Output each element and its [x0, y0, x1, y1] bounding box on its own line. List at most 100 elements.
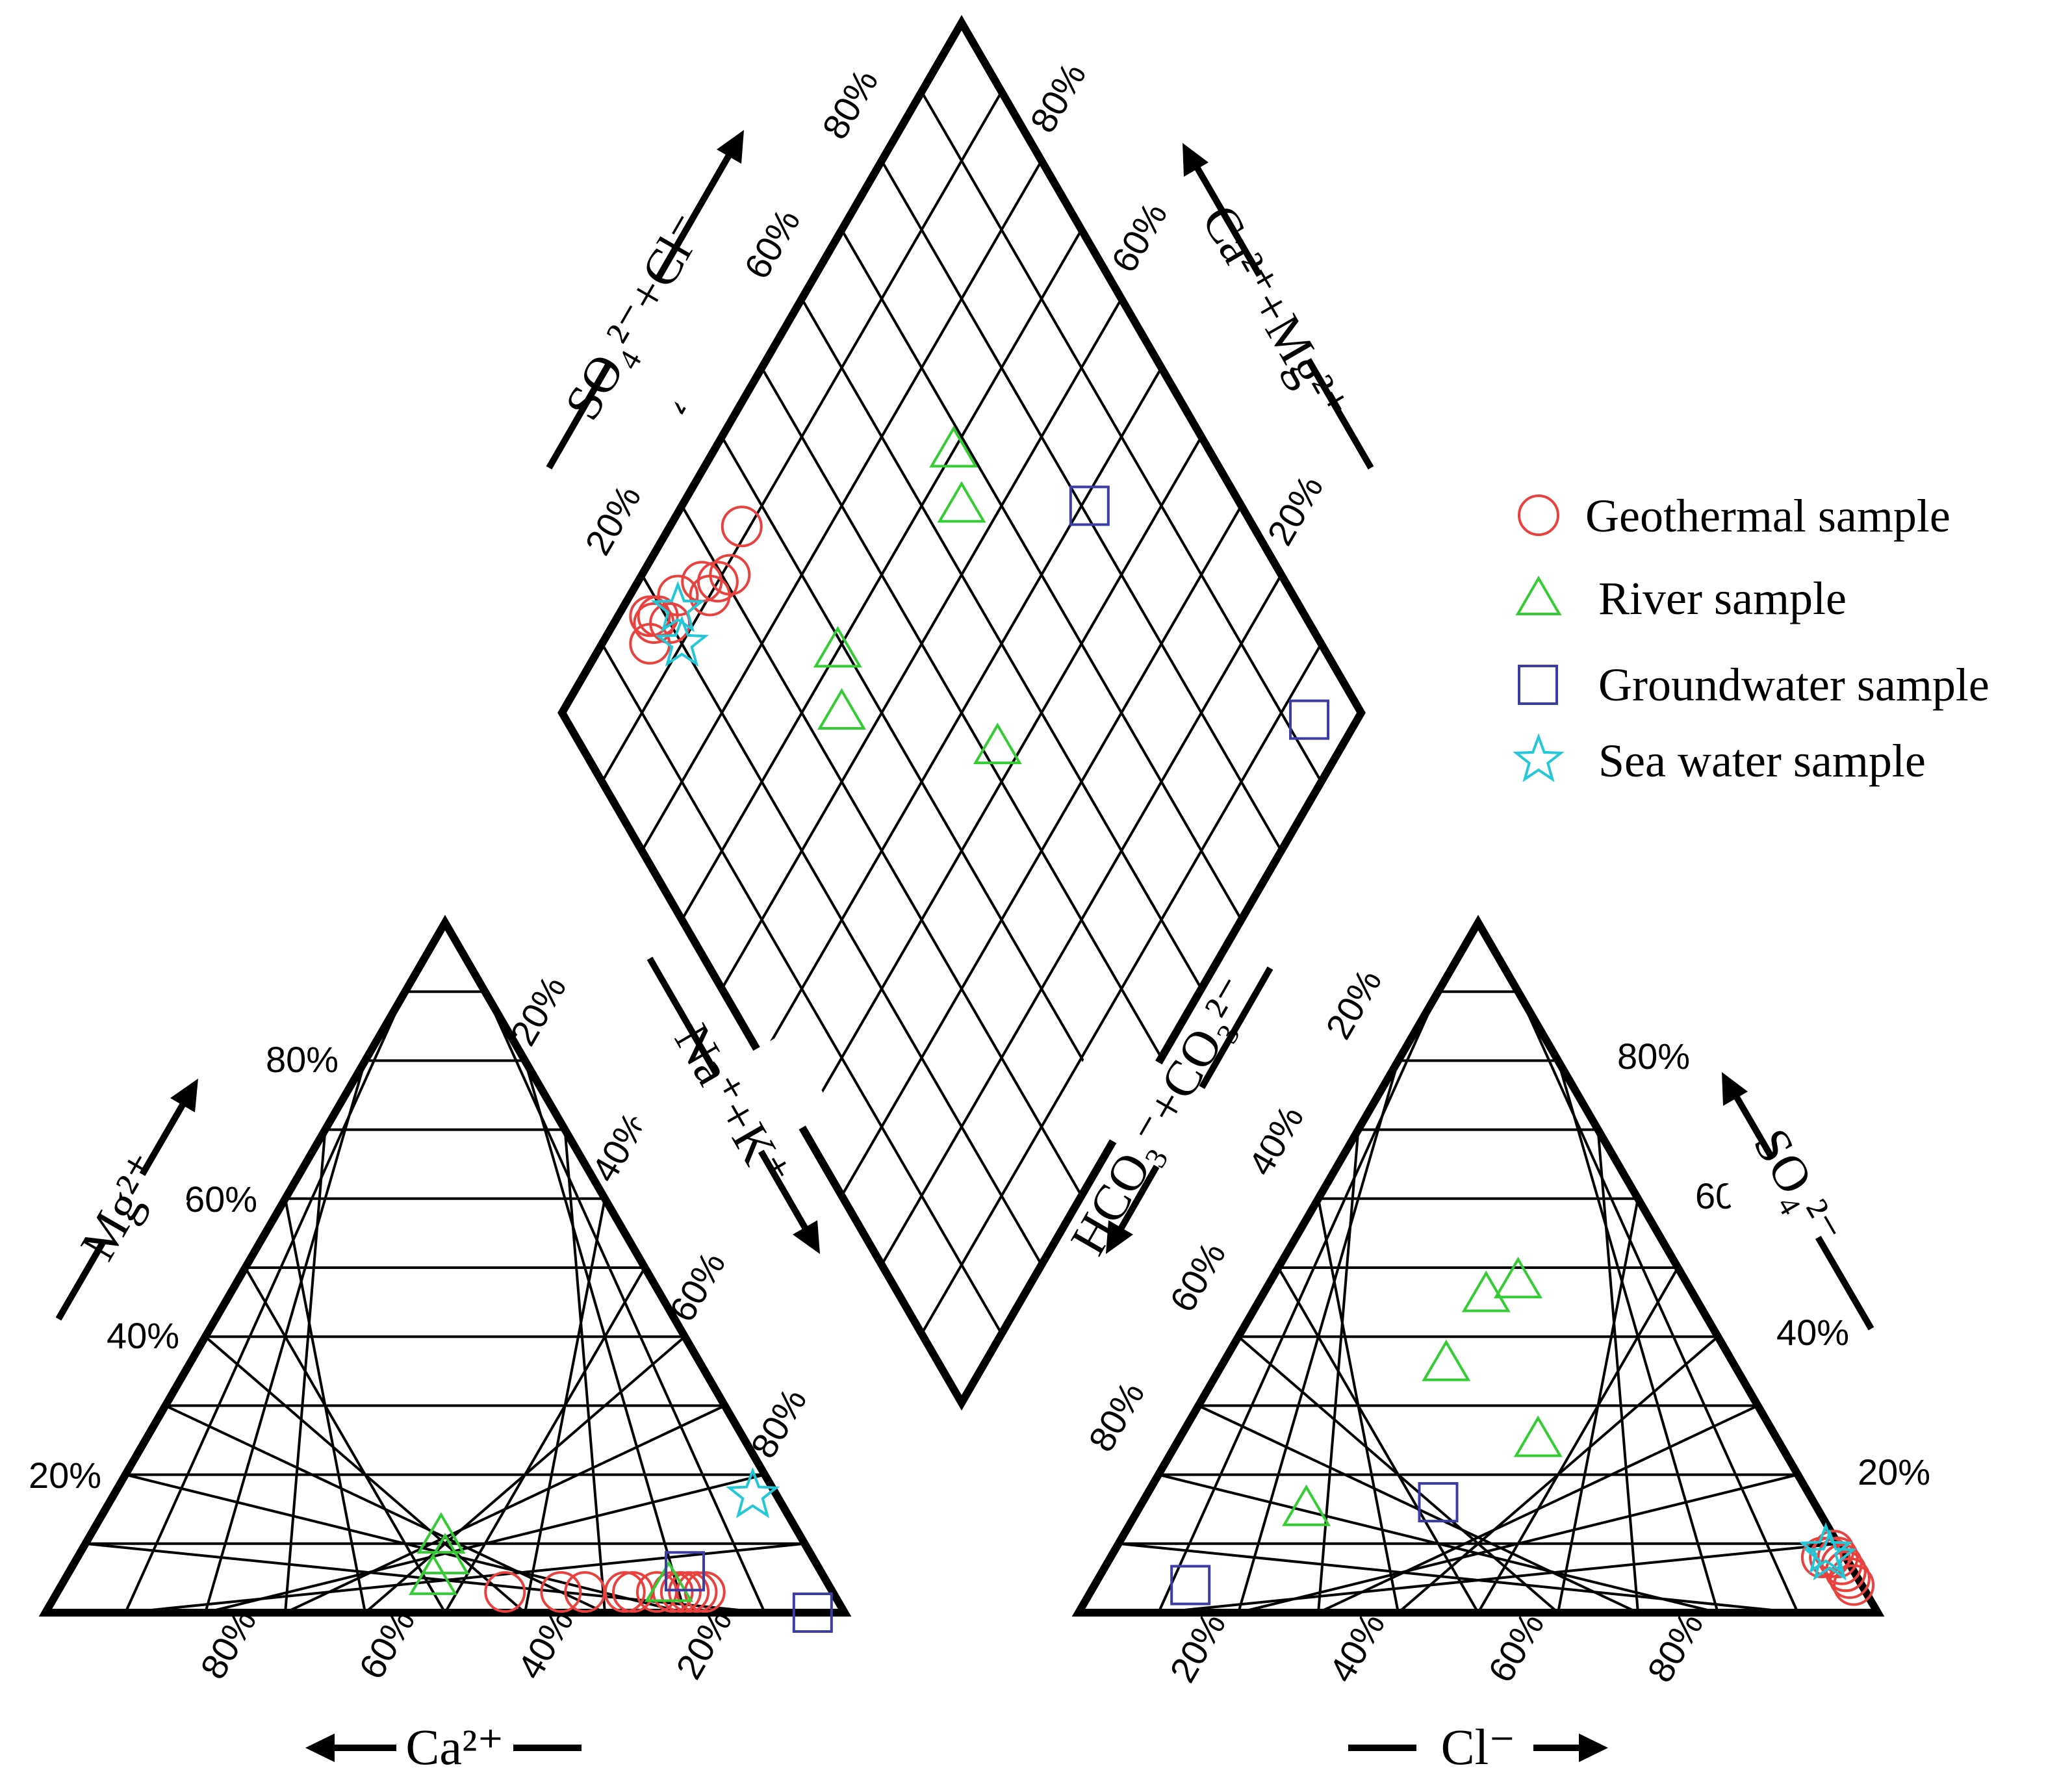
geothermal-sample-diamond-point	[697, 561, 739, 603]
cation-grid-line	[204, 1335, 526, 1614]
anion-grid-line	[1477, 1266, 1680, 1614]
river-sample-diamond-point	[929, 426, 978, 468]
cation-grid-line	[444, 1266, 646, 1614]
geothermal-sample-anion-point	[1828, 1557, 1871, 1599]
river-sample-cation-point	[644, 1560, 693, 1602]
axis-so4: SO₄²⁻	[1720, 1072, 1879, 1331]
sea-water-sample-diamond-point	[654, 615, 710, 667]
axis-ca: Ca²⁺	[305, 1709, 582, 1779]
geothermal-sample-cation-point	[668, 1571, 710, 1613]
river-sample-cation-point	[416, 1512, 466, 1554]
geothermal-sample-cation-point	[612, 1571, 654, 1613]
legend-marker-geothermal	[1518, 494, 1559, 536]
sea-water-sample-diamond-point	[650, 581, 705, 632]
sea-water-sample-anion-point	[1798, 1522, 1853, 1574]
tick-label: 80%	[1022, 56, 1094, 140]
tick-label: 80%	[814, 62, 886, 146]
legend-label-groundwater: Groundwater sample	[1598, 659, 1989, 711]
tick-label: 20%	[577, 478, 649, 562]
axis-nak: Na⁺+K⁺	[635, 956, 833, 1254]
cation-grid-line	[483, 991, 766, 1613]
legend-marker-groundwater	[1518, 665, 1558, 705]
tick-label: 20%	[1318, 962, 1390, 1046]
tick-label: 20%	[1259, 468, 1331, 552]
tick-label: 20%	[29, 1455, 101, 1496]
geothermal-sample-cation-point	[659, 1571, 702, 1613]
legend-marker-sea-water	[1513, 733, 1565, 782]
diamond-grid-line	[880, 160, 1283, 852]
anion-grid-line	[1596, 1129, 1639, 1613]
anion-cl-ticks: 20% 40% 60% 80%	[1162, 1606, 1711, 1689]
groundwater-sample-diamond-point	[1069, 485, 1110, 526]
tick-label: 60%	[736, 202, 808, 286]
geothermal-sample-diamond-point	[721, 506, 763, 548]
river-sample-diamond-point	[973, 723, 1022, 765]
tick-label: 40%	[107, 1315, 179, 1356]
diamond-frame	[557, 15, 1366, 1411]
axis-mg: Mg²⁺	[55, 1079, 198, 1321]
river-sample-cation-point	[409, 1553, 458, 1595]
diamond-grid-line	[920, 91, 1323, 783]
legend-label-sea-water: Sea water sample	[1598, 735, 1926, 787]
geothermal-sample-diamond-point	[681, 561, 723, 603]
tick-label: 80%	[1081, 1375, 1153, 1459]
geothermal-sample-cation-point	[604, 1571, 646, 1613]
diamond-grid-line	[721, 298, 1123, 990]
anion-grid-line	[1158, 1473, 1719, 1614]
river-sample-cation-point	[420, 1533, 470, 1575]
anion-grid-line	[1557, 1198, 1639, 1613]
tick-label: 80%	[266, 1039, 339, 1080]
geothermal-sample-diamond-point	[629, 595, 671, 637]
cation-grid-line	[563, 1129, 606, 1613]
diamond-grid-line	[680, 229, 1083, 921]
diamond-grid-line	[600, 91, 1003, 783]
river-sample-anion-point	[1494, 1257, 1542, 1299]
geothermal-sample-anion-point	[1817, 1537, 1859, 1579]
legend-label-river: River sample	[1598, 572, 1847, 624]
river-sample-anion-point	[1513, 1415, 1563, 1457]
diamond-grid-line	[760, 366, 1163, 1059]
geothermal-sample-anion-point	[1833, 1564, 1875, 1606]
cation-grid-line	[125, 1473, 685, 1614]
cation-triangle-frame	[38, 915, 852, 1617]
river-sample-diamond-point	[937, 481, 986, 523]
river-sample-anion-point	[1461, 1270, 1511, 1312]
cation-grid-line	[524, 1198, 606, 1613]
cation-grid-line	[164, 1404, 606, 1614]
tick-label: 60%	[1480, 1606, 1552, 1689]
axis-so4cl: SO₄²⁻+Cl⁻	[516, 130, 751, 470]
cation-grid-line	[244, 1266, 446, 1614]
geothermal-sample-cation-point	[540, 1571, 582, 1613]
anion-triangle-frame	[1071, 915, 1885, 1617]
cation-mg-ticks: 20% 40% 60% 80%	[29, 1039, 339, 1496]
geothermal-sample-diamond-point	[689, 574, 731, 617]
river-sample-anion-point	[1422, 1339, 1471, 1381]
axis-label-cl: Cl⁻	[1441, 1719, 1516, 1775]
groundwater-sample-cation-point	[665, 1551, 705, 1592]
cation-grid-line	[524, 1060, 686, 1613]
tick-label: 60%	[1162, 1235, 1234, 1319]
axis-label-ca: Ca²⁺	[405, 1719, 504, 1775]
diamond-grid-line	[641, 160, 1043, 852]
tick-label: 60%	[1103, 196, 1175, 279]
axis-hco3: HCO₃⁻+CO₃²⁻	[1056, 966, 1273, 1264]
legend: Geothermal sample River sample Groundwat…	[1513, 490, 1989, 787]
anion-grid-line	[1557, 1060, 1719, 1613]
groundwater-sample-diamond-point	[1289, 699, 1330, 740]
tick-label: 80%	[1617, 1036, 1690, 1077]
grid-lines	[85, 91, 1838, 1614]
tick-label: 60%	[185, 1179, 257, 1220]
legend-label-geothermal: Geothermal sample	[1585, 490, 1950, 542]
sea-water-sample-cation-point	[725, 1466, 780, 1518]
anion-grid-line	[1277, 1266, 1479, 1614]
groundwater-sample-anion-point	[1170, 1565, 1211, 1606]
tick-label: 80%	[1639, 1606, 1711, 1689]
tick-label: 40%	[1776, 1312, 1849, 1353]
river-sample-diamond-point	[817, 688, 866, 730]
anion-grid-line	[1516, 991, 1799, 1613]
legend-marker-river	[1515, 576, 1562, 615]
anion-so4-ticks: 20% 40% 60% 80%	[1617, 1036, 1930, 1492]
data-points	[409, 426, 1875, 1633]
geothermal-sample-cation-point	[676, 1571, 718, 1613]
